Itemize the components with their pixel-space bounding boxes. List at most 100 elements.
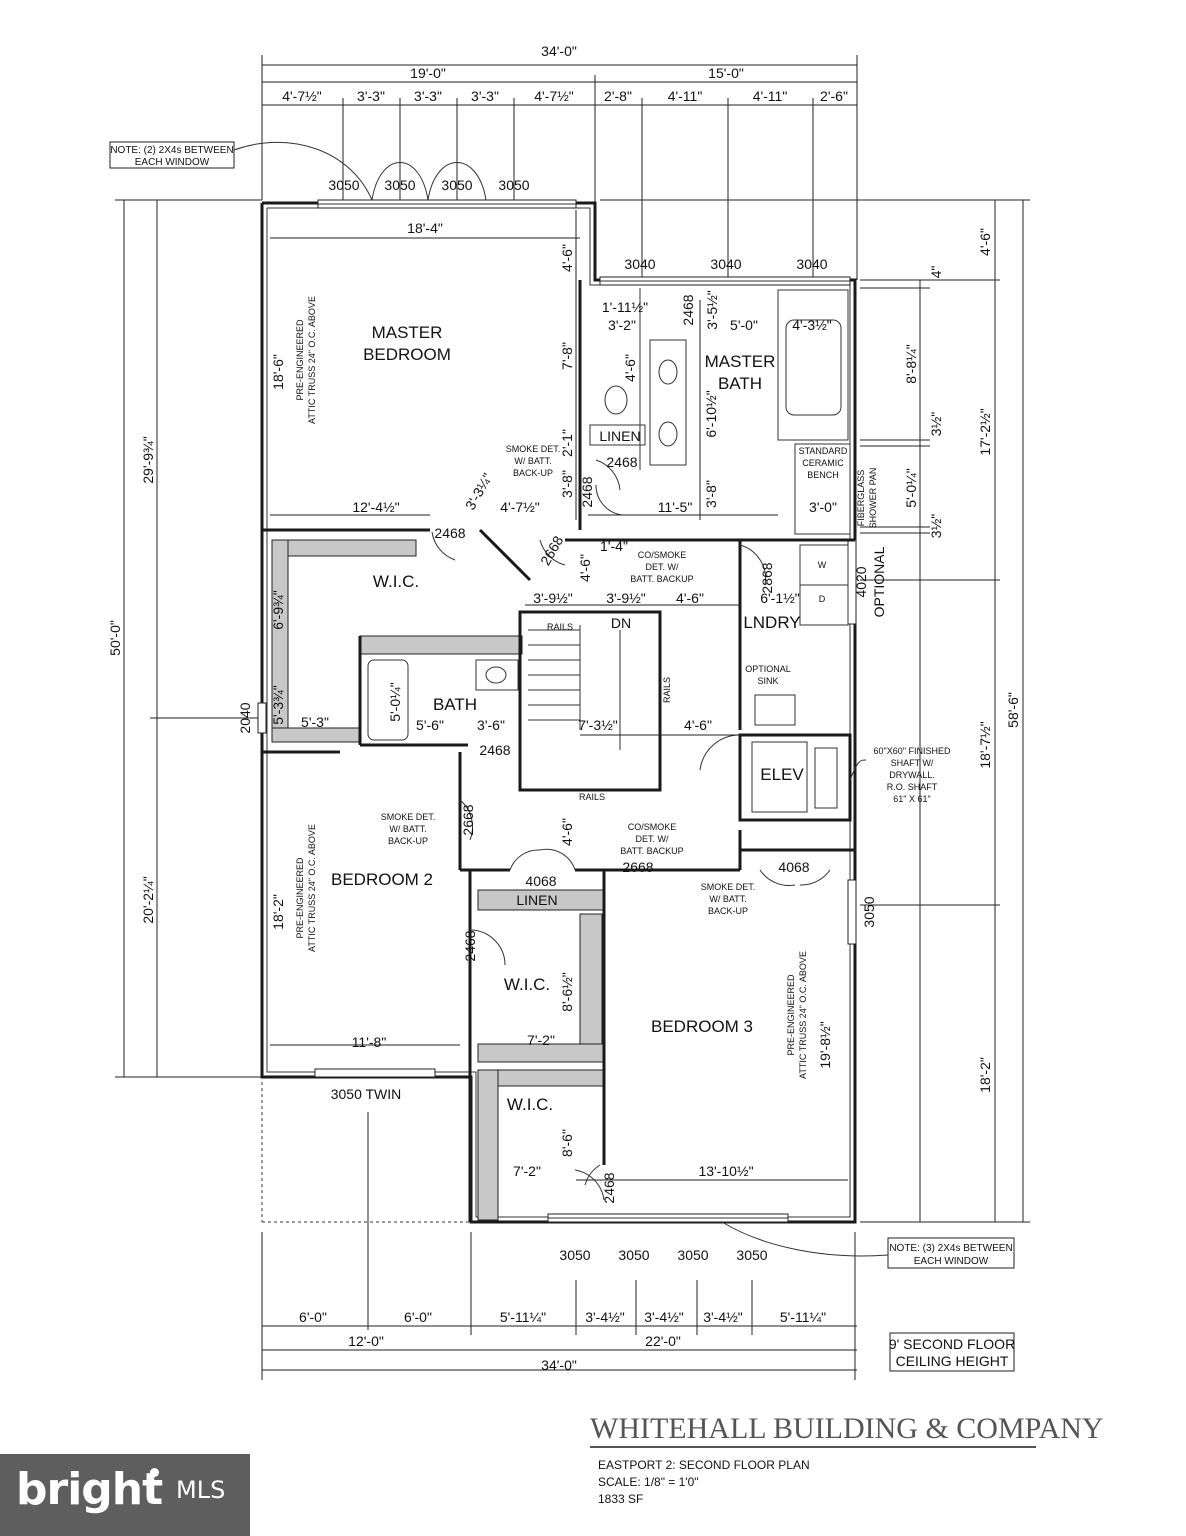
dim-bottom-right-span: 22'-0": [645, 1333, 681, 1349]
co-hall2-line3: BATT. BACKUP: [620, 846, 683, 856]
dim-interior: 3'-8": [703, 480, 719, 508]
dim-interior: 4'-6": [622, 354, 638, 382]
room-master-bath-line1: MASTER: [705, 352, 776, 371]
smoke-master-line1: SMOKE DET.: [506, 444, 561, 454]
dim-interior: 5'-0": [730, 317, 758, 333]
door-label: 2468: [606, 454, 637, 470]
dim-interior: 7'-2": [527, 1032, 555, 1048]
rails-label: RAILS: [662, 677, 672, 703]
dim-top-seg: 3'-3": [357, 88, 385, 104]
dim-interior: 4'-6": [676, 590, 704, 606]
door-swings: [431, 459, 831, 1201]
note-top-line1: NOTE: (2) 2X4s BETWEEN: [110, 145, 233, 156]
dim-interior: 8'-6": [559, 1129, 575, 1157]
right-dimensions: 58'-6" 4'-6" 17'-2½" 18'-7½" 18'-2" 4" 8…: [600, 199, 1030, 1223]
dim-right-inner: 3½": [928, 412, 944, 436]
dim-bottom-seg: 5'-11¼": [500, 1309, 546, 1325]
room-wic-1: W.I.C.: [373, 572, 419, 591]
dim-right-seg: 17'-2½": [977, 408, 993, 455]
room-bedroom-2: BEDROOM 2: [331, 870, 433, 889]
dim-interior: 1'-11½": [602, 299, 648, 315]
plan-area: 1833 SF: [598, 1492, 644, 1506]
room-wic-2: W.I.C.: [504, 975, 550, 994]
door-label: 2468: [462, 930, 478, 961]
dim-top-seg: 3'-3": [471, 88, 499, 104]
window-right-bed3: 3050: [861, 896, 877, 927]
sink-line1: OPTIONAL: [745, 664, 791, 674]
dim-interior: 18'-2": [270, 894, 286, 930]
note-bottom-line2: EACH WINDOW: [914, 1256, 989, 1267]
room-wic-3: W.I.C.: [507, 1095, 553, 1114]
truss-bed2-line2: ATTIC TRUSS 24" O.C. ABOVE: [307, 824, 317, 952]
truss-master-line2: ATTIC TRUSS 24" O.C. ABOVE: [307, 296, 317, 424]
co-hall2-line1: CO/SMOKE: [628, 822, 677, 832]
exterior-walls: [257, 199, 857, 1224]
dim-interior: 18'-4": [407, 220, 443, 236]
bench-line1: STANDARD: [799, 446, 848, 456]
room-linen-2: LINEN: [516, 892, 557, 908]
bottom-dimensions: 6'-0" 6'-0" 5'-11¼" 3'-4½" 3'-4½" 3'-4½"…: [262, 1280, 857, 1373]
shaft-line1: 60"X60" FINISHED: [874, 746, 951, 756]
dim-right-inner: 3½": [928, 514, 944, 538]
dim-right-seg: 18'-7½": [977, 721, 993, 768]
dim-interior: 4'-3½": [792, 317, 832, 333]
sink-line2: SINK: [757, 676, 778, 686]
dim-left-overall: 50'-0": [107, 620, 123, 656]
ceiling-note-line2: CEILING HEIGHT: [896, 1353, 1009, 1369]
dim-bottom-seg: 6'-0": [404, 1309, 432, 1325]
dim-bottom-seg: 6'-0": [299, 1309, 327, 1325]
room-master-bedroom-line1: MASTER: [372, 323, 443, 342]
dim-right-inner: 8'-8¼": [903, 344, 919, 384]
room-laundry: LNDRY: [743, 613, 800, 632]
window-twin: 3050 TWIN: [331, 1086, 402, 1102]
dim-interior: 7'-3½": [578, 717, 618, 733]
window-right-optional-1: 4020: [853, 566, 869, 597]
dim-bottom-left-span: 12'-0": [348, 1333, 384, 1349]
dim-interior: 4'-6": [577, 554, 593, 582]
dim-interior: 1'-4": [600, 538, 628, 554]
window-label: 3050: [498, 177, 529, 193]
logo-suffix: MLS: [176, 1476, 226, 1504]
smoke-master-line3: BACK-UP: [513, 468, 553, 478]
dim-interior: 19'-8½": [817, 1021, 833, 1068]
window-label: 3050: [677, 1247, 708, 1263]
dim-bottom-seg: 5'-11¼": [780, 1309, 826, 1325]
dim-right-overall: 58'-6": [1005, 692, 1021, 728]
door-label: 2468: [479, 742, 510, 758]
dim-interior: 18'-6": [270, 354, 286, 390]
dim-interior: 6'-1½": [760, 590, 800, 606]
door-label: 2668: [622, 859, 653, 875]
dim-interior: 3'-2": [608, 317, 636, 333]
dim-bottom-seg: 3'-4½": [585, 1309, 625, 1325]
room-master-bedroom-line2: BEDROOM: [363, 345, 451, 364]
lower-left-dashed: [261, 1082, 856, 1380]
room-elevator: ELEV: [760, 765, 804, 784]
room-master-bath-line2: BATH: [718, 374, 762, 393]
window-label: 3040: [796, 256, 827, 272]
door-label: 2868: [759, 562, 775, 593]
dim-interior: 4'-7½": [500, 499, 540, 515]
dim-interior: 3'-3¼": [462, 470, 496, 512]
dim-right-inner: 4": [928, 266, 944, 279]
bright-mls-logo: bright MLS: [0, 1454, 250, 1536]
shaft-line5: 61" X 61": [893, 794, 930, 804]
dim-top-seg: 3'-3": [414, 88, 442, 104]
room-linen-1: LINEN: [599, 428, 640, 444]
smoke-bed3-line3: BACK-UP: [708, 906, 748, 916]
dim-interior: 5'-3¾": [270, 685, 286, 725]
shaft-line3: DRYWALL.: [889, 770, 935, 780]
shaft-line2: SHAFT W/: [891, 758, 934, 768]
shaft-line4: R.O. SHAFT: [887, 782, 938, 792]
door-labels: 2468 2468 2468 2668 2868 2468 2668 2668 …: [434, 294, 809, 1203]
dim-top-seg: 2'-8": [604, 88, 632, 104]
dim-interior: 8'-6½": [559, 972, 575, 1012]
dim-interior: 3'-5½": [704, 290, 720, 330]
ceiling-note-line1: 9' SECOND FLOOR: [889, 1336, 1015, 1352]
window-label: 3050: [384, 177, 415, 193]
stair-treads: [528, 625, 621, 750]
dim-top-seg: 4'-7½": [282, 88, 322, 104]
small-labels: PRE-ENGINEERED ATTIC TRUSS 24" O.C. ABOV…: [295, 296, 951, 1102]
interior-dimensions: 18'-4" 18'-6" 4'-6" 7'-8" 2'-1" 3'-8" 12…: [270, 210, 848, 1181]
note-bottom: NOTE: (3) 2X4s BETWEEN EACH WINDOW: [721, 1221, 1015, 1269]
